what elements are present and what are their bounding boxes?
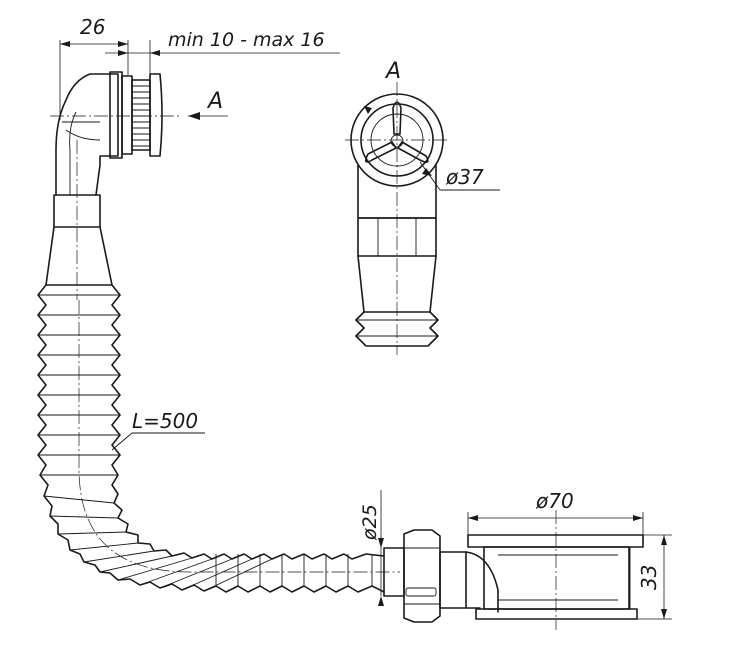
dimension-26-label: 26 (80, 15, 105, 39)
dimension-33-label: 33 (637, 565, 661, 590)
length-label: L=500 (132, 409, 198, 433)
upper-tube (45, 140, 113, 300)
dimension-37-label: ø37 (445, 165, 484, 189)
view-marker-label: A (206, 89, 223, 114)
dimension-25: ø25 (359, 490, 384, 606)
dimension-70: ø70 (467, 489, 644, 535)
dimension-70-label: ø70 (535, 489, 574, 513)
view-arrow-a: A (188, 89, 228, 120)
corrugated-hose (37, 284, 400, 593)
overflow-elbow (50, 71, 180, 196)
outlet-nut (383, 529, 467, 623)
dimension-26: 26 (59, 15, 129, 120)
drain-body (465, 510, 644, 630)
view-a-title: A (384, 59, 401, 84)
dimension-thickness: min 10 - max 16 (105, 29, 340, 75)
dimension-25-label: ø25 (359, 504, 381, 541)
length-label-group: L=500 (111, 409, 205, 451)
dimension-33: 33 (637, 534, 672, 620)
dimension-thickness-label: min 10 - max 16 (168, 29, 325, 51)
view-a: A ø37 (345, 59, 500, 355)
